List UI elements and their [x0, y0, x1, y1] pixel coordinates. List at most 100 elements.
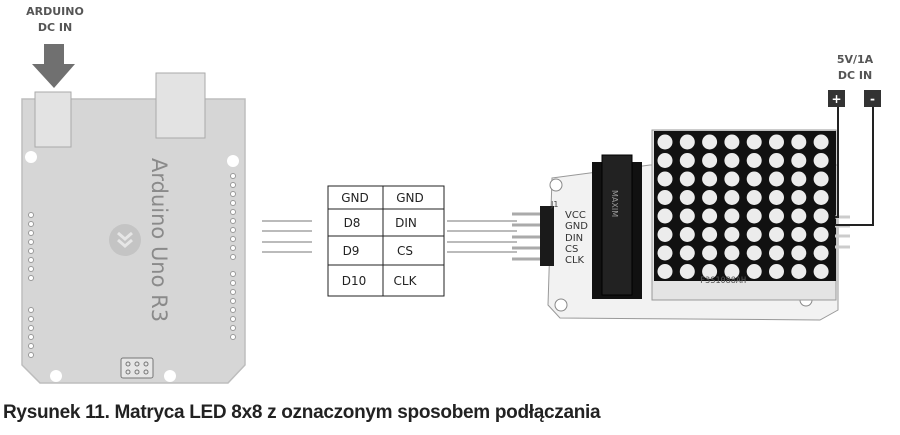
- led-dot: [813, 208, 829, 224]
- led-dot: [679, 245, 695, 261]
- led-dot: [746, 245, 762, 261]
- led-dot: [769, 245, 784, 261]
- header-pin: [230, 191, 236, 197]
- header-pin: [28, 266, 34, 272]
- led-dot: [746, 190, 762, 205]
- table-cell: D10: [342, 274, 367, 288]
- header-pin: [28, 212, 34, 218]
- minus-wire: [835, 107, 874, 226]
- led-dot: [657, 245, 673, 261]
- led-dot: [791, 227, 807, 242]
- board-name: Arduino Uno R3: [147, 158, 171, 322]
- module-dc-label-2: DC IN: [838, 69, 872, 82]
- led-dot: [791, 190, 807, 205]
- led-dot: [657, 171, 673, 187]
- led-dot: [813, 171, 829, 187]
- led-dot: [724, 227, 740, 242]
- led-dot: [657, 208, 673, 224]
- minus-terminal: [864, 90, 881, 107]
- arrow-down-icon: [32, 44, 75, 88]
- led-dot: [813, 190, 829, 205]
- led-matrix: [654, 131, 836, 281]
- led-dot: [724, 171, 740, 187]
- led-dot: [679, 153, 695, 168]
- pin-label-vcc: VCC: [565, 210, 586, 221]
- led-dot: [724, 208, 740, 224]
- led-dot: [657, 264, 673, 279]
- usb-port: [155, 72, 206, 139]
- led-dot: [679, 264, 695, 279]
- wires-arduino: [262, 220, 312, 253]
- led-dot: [657, 227, 673, 242]
- matrix-label: F3S1088AH: [700, 276, 746, 286]
- table-cell: D8: [344, 216, 361, 230]
- led-dot: [702, 134, 718, 150]
- icsp-header: [120, 357, 154, 379]
- led-dot: [769, 171, 784, 187]
- header-pin: [28, 257, 34, 263]
- led-dot: [702, 153, 718, 168]
- pin-label-gnd: GND: [565, 221, 588, 232]
- dc-jack: [34, 91, 72, 148]
- header-pin: [230, 334, 236, 340]
- header-pin: [230, 227, 236, 233]
- led-dot: [791, 171, 807, 187]
- header-pin: [230, 289, 236, 295]
- led-dot: [702, 190, 718, 205]
- led-dot: [791, 264, 807, 279]
- header-pin: [230, 298, 236, 304]
- header-pin: [28, 343, 34, 349]
- header-pin: [28, 248, 34, 254]
- led-dot: [702, 208, 718, 224]
- led-dot: [813, 227, 829, 242]
- table-cell: GND: [396, 191, 424, 205]
- led-dot: [657, 190, 673, 205]
- led-dot: [724, 245, 740, 261]
- header-pin: [28, 275, 34, 281]
- led-dot: [769, 208, 784, 224]
- table-cell: CS: [397, 244, 413, 258]
- header-pin: [230, 316, 236, 322]
- header-pin: [28, 352, 34, 358]
- wiring-table: GND GND D8 DIN D9 CS D10 CLK: [327, 185, 445, 297]
- pin-label-clk: CLK: [565, 255, 585, 266]
- led-dot: [724, 153, 740, 168]
- header-pin: [28, 239, 34, 245]
- driver-chip: [601, 154, 633, 296]
- led-dot: [657, 134, 673, 150]
- led-dot: [746, 134, 762, 150]
- led-dot: [791, 134, 807, 150]
- led-dot: [746, 227, 762, 242]
- led-dot: [657, 153, 673, 168]
- header-pin: [28, 221, 34, 227]
- led-dot: [813, 153, 829, 168]
- header-pin: [230, 209, 236, 215]
- pin-label-din: DIN: [565, 233, 583, 244]
- header-pin: [28, 334, 34, 340]
- header-pin: [230, 280, 236, 286]
- led-dot: [813, 245, 829, 261]
- header-id: J1: [550, 200, 558, 209]
- pin-header: [540, 206, 554, 266]
- pin-label-cs: CS: [565, 244, 578, 255]
- table-cell: DIN: [395, 216, 417, 230]
- led-dot: [724, 190, 740, 205]
- led-dot: [679, 227, 695, 242]
- wires-module: [447, 220, 517, 253]
- led-dot: [679, 134, 695, 150]
- led-dot: [769, 190, 784, 205]
- led-dot: [746, 264, 762, 279]
- header-pin: [230, 200, 236, 206]
- minus-icon: -: [870, 92, 875, 106]
- header-pin: [28, 325, 34, 331]
- led-dot: [679, 190, 695, 205]
- led-dot: [813, 134, 829, 150]
- led-dot: [702, 264, 718, 279]
- header-pin: [230, 182, 236, 188]
- header-pin: [230, 254, 236, 260]
- header-pin: [230, 236, 236, 242]
- led-matrix-module: J1 VCC GND DIN CS CLK MAXIM F3S1088AH: [512, 129, 850, 321]
- module-dc-label-1: 5V/1A: [837, 53, 874, 66]
- led-dot: [746, 208, 762, 224]
